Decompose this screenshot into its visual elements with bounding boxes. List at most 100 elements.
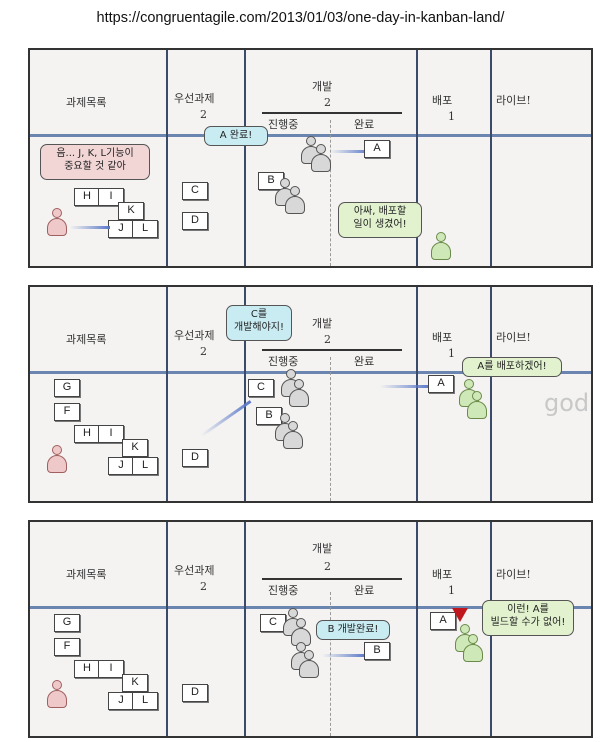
column-divider <box>166 522 168 736</box>
task-card-l[interactable]: L <box>132 692 158 710</box>
task-card-a[interactable]: A <box>430 612 456 630</box>
speech-bubble-dev: C를 개발해야지! <box>226 305 292 341</box>
header-dev: 개발 <box>312 542 333 555</box>
task-card-j[interactable]: J <box>108 457 134 475</box>
person-icon <box>466 391 488 421</box>
task-card-h[interactable]: H <box>74 425 100 443</box>
kanban-panel-2: 과제목록 우선과제 2 개발 2 진행중 완료 배포 1 라이브! G F H … <box>28 285 593 503</box>
task-card-c[interactable]: C <box>182 182 208 200</box>
header-in-progress: 진행중 <box>268 584 299 597</box>
column-divider <box>416 50 418 266</box>
header-backlog: 과제목록 <box>66 333 107 346</box>
person-icon <box>46 208 68 238</box>
column-divider <box>244 287 246 501</box>
person-icon <box>310 144 332 174</box>
header-dev: 개발 <box>312 80 333 93</box>
header-deploy: 배포 <box>432 568 453 581</box>
column-divider <box>166 50 168 266</box>
header-in-progress: 진행중 <box>268 118 299 131</box>
bubble-line: 이런! A를 <box>507 604 549 615</box>
page-url: https://congruentagile.com/2013/01/03/on… <box>96 10 505 26</box>
header-priority: 우선과제 <box>174 329 215 342</box>
header-divider <box>30 606 591 609</box>
speech-bubble-dev: A 완료! <box>204 126 268 146</box>
column-divider-dashed <box>330 120 331 266</box>
task-card-j[interactable]: J <box>108 692 134 710</box>
task-card-d[interactable]: D <box>182 449 208 467</box>
speech-bubble-deploy: 이런! A를 빌드할 수가 없어! <box>482 600 574 636</box>
task-card-a[interactable]: A <box>364 140 390 158</box>
header-priority-limit: 2 <box>200 345 207 358</box>
person-icon <box>46 680 68 710</box>
task-card-h[interactable]: H <box>74 188 100 206</box>
speech-bubble-deploy: 아싸, 배포할 일이 생겼어! <box>338 202 422 238</box>
header-priority: 우선과제 <box>174 564 215 577</box>
task-card-b[interactable]: B <box>364 642 390 660</box>
dev-subheader-line <box>262 349 402 351</box>
bubble-line: 개발해야지! <box>233 322 284 333</box>
task-card-j[interactable]: J <box>108 220 134 238</box>
header-deploy-limit: 1 <box>448 347 455 360</box>
header-deploy-limit: 1 <box>448 110 455 123</box>
task-card-i[interactable]: I <box>98 660 124 678</box>
column-divider-dashed <box>330 357 331 501</box>
task-card-f[interactable]: F <box>54 638 80 656</box>
person-icon <box>430 232 452 262</box>
motion-lines <box>322 654 366 657</box>
header-backlog: 과제목록 <box>66 96 107 109</box>
task-card-i[interactable]: I <box>98 188 124 206</box>
column-divider <box>166 287 168 501</box>
bubble-line: 음... J, K, L기능이 <box>56 148 134 159</box>
header-dev-limit: 2 <box>324 333 331 346</box>
task-card-d[interactable]: D <box>182 684 208 702</box>
task-card-g[interactable]: G <box>54 379 80 397</box>
speech-bubble-backlog: 음... J, K, L기능이 중요할 것 같아 <box>40 144 150 180</box>
task-card-a[interactable]: A <box>428 375 454 393</box>
column-divider <box>416 287 418 501</box>
kanban-panel-1: 과제목록 우선과제 2 개발 2 진행중 완료 배포 1 라이브! 음... J… <box>28 48 593 268</box>
bubble-line: 중요할 것 같아 <box>64 161 126 172</box>
kanban-panel-3: 과제목록 우선과제 2 개발 2 진행중 완료 배포 1 라이브! G F H … <box>28 520 593 738</box>
bubble-line: 일이 생겼어! <box>353 219 407 230</box>
column-divider-dashed <box>330 592 331 736</box>
warning-triangle-icon <box>452 608 468 622</box>
header-priority-limit: 2 <box>200 580 207 593</box>
header-divider <box>30 371 591 374</box>
task-card-i[interactable]: I <box>98 425 124 443</box>
header-done: 완료 <box>354 355 375 368</box>
task-card-f[interactable]: F <box>54 403 80 421</box>
task-card-h[interactable]: H <box>74 660 100 678</box>
bubble-line: C를 <box>250 309 268 320</box>
header-live: 라이브! <box>496 331 531 344</box>
bubble-line: 빌드할 수가 없어! <box>490 617 566 628</box>
motion-lines <box>330 150 370 153</box>
column-divider <box>490 287 492 501</box>
task-card-c[interactable]: C <box>248 379 274 397</box>
task-card-k[interactable]: K <box>118 202 144 220</box>
dev-subheader-line <box>262 112 402 114</box>
header-deploy: 배포 <box>432 331 453 344</box>
header-deploy: 배포 <box>432 94 453 107</box>
motion-lines <box>70 226 110 229</box>
speech-bubble-deploy: A를 배포하겠어! <box>462 357 562 377</box>
header-live: 라이브! <box>496 568 531 581</box>
header-dev-limit: 2 <box>324 560 331 573</box>
person-icon <box>298 650 320 680</box>
task-card-l[interactable]: L <box>132 220 158 238</box>
motion-lines <box>380 385 430 388</box>
header-dev: 개발 <box>312 317 333 330</box>
task-card-d[interactable]: D <box>182 212 208 230</box>
column-divider <box>416 522 418 736</box>
header-in-progress: 진행중 <box>268 355 299 368</box>
task-card-g[interactable]: G <box>54 614 80 632</box>
header-deploy-limit: 1 <box>448 584 455 597</box>
header-live: 라이브! <box>496 94 531 107</box>
task-card-k[interactable]: K <box>122 439 148 457</box>
column-divider <box>490 50 492 266</box>
column-divider <box>244 50 246 266</box>
task-card-l[interactable]: L <box>132 457 158 475</box>
task-card-k[interactable]: K <box>122 674 148 692</box>
person-icon <box>462 634 484 664</box>
header-done: 완료 <box>354 118 375 131</box>
header-priority: 우선과제 <box>174 92 215 105</box>
